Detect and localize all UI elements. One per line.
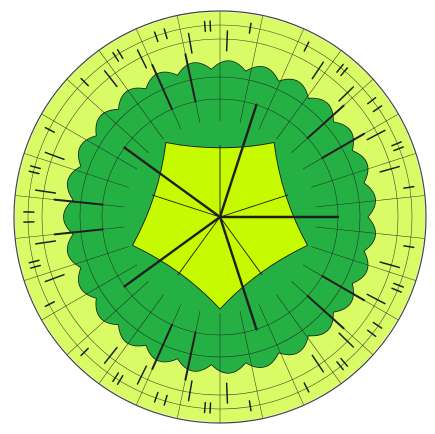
tree-branch bbox=[227, 383, 228, 403]
tree-branch bbox=[210, 21, 211, 31]
tree-branch bbox=[205, 22, 206, 32]
tree-branch bbox=[210, 403, 211, 413]
tree-branch bbox=[227, 31, 228, 51]
tree-branch bbox=[205, 403, 206, 413]
